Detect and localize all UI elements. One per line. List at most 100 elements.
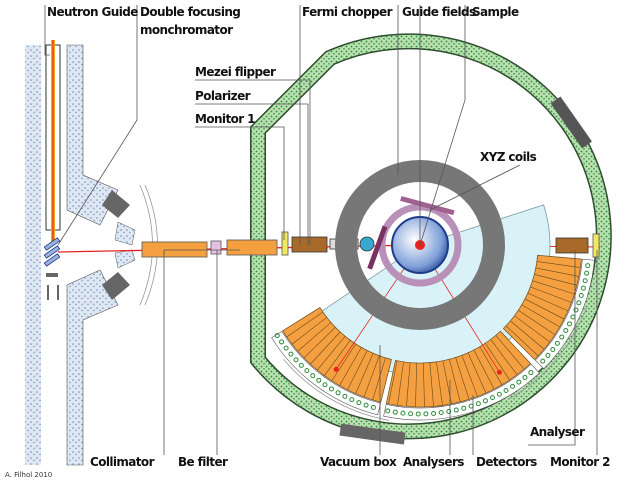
concrete-wall <box>25 45 41 465</box>
detector-tube <box>385 408 391 414</box>
label-detectors: Detectors <box>476 455 537 469</box>
label-monochromator: monchromator <box>140 23 233 37</box>
analyser-blade <box>532 280 575 295</box>
be-filter <box>210 240 222 255</box>
label-xyz-coils: XYZ coils <box>480 150 537 164</box>
detector-tube <box>582 278 588 284</box>
analyser-blade <box>422 362 425 407</box>
detector-tube <box>279 339 285 345</box>
beam-arrowhead <box>333 366 339 372</box>
detector-tube <box>408 411 414 417</box>
detector-tube <box>349 397 355 403</box>
detector-tube <box>461 405 467 411</box>
rotation-arrow <box>283 359 390 421</box>
analyser-blade <box>495 335 525 370</box>
detector-tube <box>516 379 522 385</box>
analyser-blade <box>363 355 380 398</box>
detector-tube <box>283 345 289 351</box>
detector-tube <box>363 402 369 408</box>
analyser-blade <box>303 327 336 359</box>
analyser-blade <box>524 298 565 320</box>
analyser-blade <box>534 274 577 286</box>
rotation-arrow <box>508 305 588 400</box>
detector-tube <box>356 400 362 406</box>
monitor-1 <box>281 231 289 256</box>
detector-tube <box>274 333 280 339</box>
detector-tube <box>545 352 551 358</box>
detector-tube <box>304 368 310 374</box>
analyser-blade <box>297 322 332 352</box>
label-be-filter: Be filter <box>178 455 228 469</box>
analyser-blade <box>485 343 510 381</box>
analyser-blade <box>530 286 572 303</box>
detector-tube <box>392 409 398 415</box>
detector-tube <box>310 373 316 379</box>
label-vacuum-box: Vacuum box <box>320 455 397 469</box>
analyser-blade <box>339 347 362 386</box>
analyser-blade <box>436 361 443 406</box>
detector-tube <box>573 307 579 313</box>
analyser-blade <box>518 310 556 335</box>
drum-block <box>102 190 130 218</box>
detector-tube <box>400 410 406 416</box>
analyser-blade <box>514 315 550 343</box>
analyser-blade <box>510 320 545 350</box>
detector-tube <box>496 391 502 397</box>
label-fermi-chopper: Fermi chopper <box>302 5 393 19</box>
analyser-blade <box>535 267 579 277</box>
detector-tube <box>370 404 376 410</box>
detector-tube <box>563 328 569 334</box>
label-analysers: Analysers <box>403 455 464 469</box>
shield-block <box>339 423 406 445</box>
detector-tube <box>585 263 591 269</box>
credit: A. Filhol 2010 <box>5 471 52 479</box>
detector-tube <box>293 357 299 363</box>
detector-tube <box>415 411 421 417</box>
beam-arrowhead <box>496 369 502 375</box>
detector-tube <box>328 386 334 392</box>
analyser-blade <box>415 362 418 407</box>
detector-tube <box>554 340 560 346</box>
detector-tube <box>288 351 294 357</box>
analyser-blade <box>397 361 404 406</box>
detector-tube <box>578 293 584 299</box>
analyser-blade <box>490 339 518 375</box>
detector-tube <box>576 300 582 306</box>
detector-tube <box>584 270 590 276</box>
label-analyser: Analyser <box>530 425 585 439</box>
detector-tube <box>453 407 459 413</box>
label-guide-fields: Guide fields <box>402 5 476 19</box>
analyser-blade <box>324 340 351 376</box>
analyser-blade <box>467 352 487 394</box>
analyser-blade <box>316 335 346 371</box>
detector-bank <box>534 258 595 370</box>
analyser-blade <box>536 261 581 268</box>
detector-tube <box>580 285 586 291</box>
analyser-blade <box>347 350 368 390</box>
collimator <box>141 241 208 258</box>
analyser-blade <box>286 311 324 338</box>
monochromator-shield-top <box>66 44 119 226</box>
detector-tube <box>540 358 546 364</box>
detector-tube <box>528 370 534 376</box>
analyser-blade <box>455 357 470 400</box>
analyser-blade <box>429 362 434 407</box>
detector-tube <box>342 393 348 399</box>
detector-tube <box>316 377 322 383</box>
label-neutron-guide: Neutron Guide <box>47 5 138 19</box>
detector-tube <box>522 374 528 380</box>
analyser-blade <box>406 362 411 407</box>
analyser-blade <box>479 346 503 385</box>
label-mezei-flipper: Mezei flipper <box>195 65 276 79</box>
detector-tube <box>489 395 495 401</box>
analyser-blade <box>473 349 495 390</box>
drum-block <box>102 272 130 300</box>
collimator-2 <box>226 239 278 256</box>
label-monitor-1: Monitor 1 <box>195 112 255 126</box>
analyser-blade <box>355 353 374 394</box>
analyser-blade <box>527 292 569 312</box>
analyser-blade <box>461 355 478 397</box>
analyser-bank <box>282 307 392 403</box>
